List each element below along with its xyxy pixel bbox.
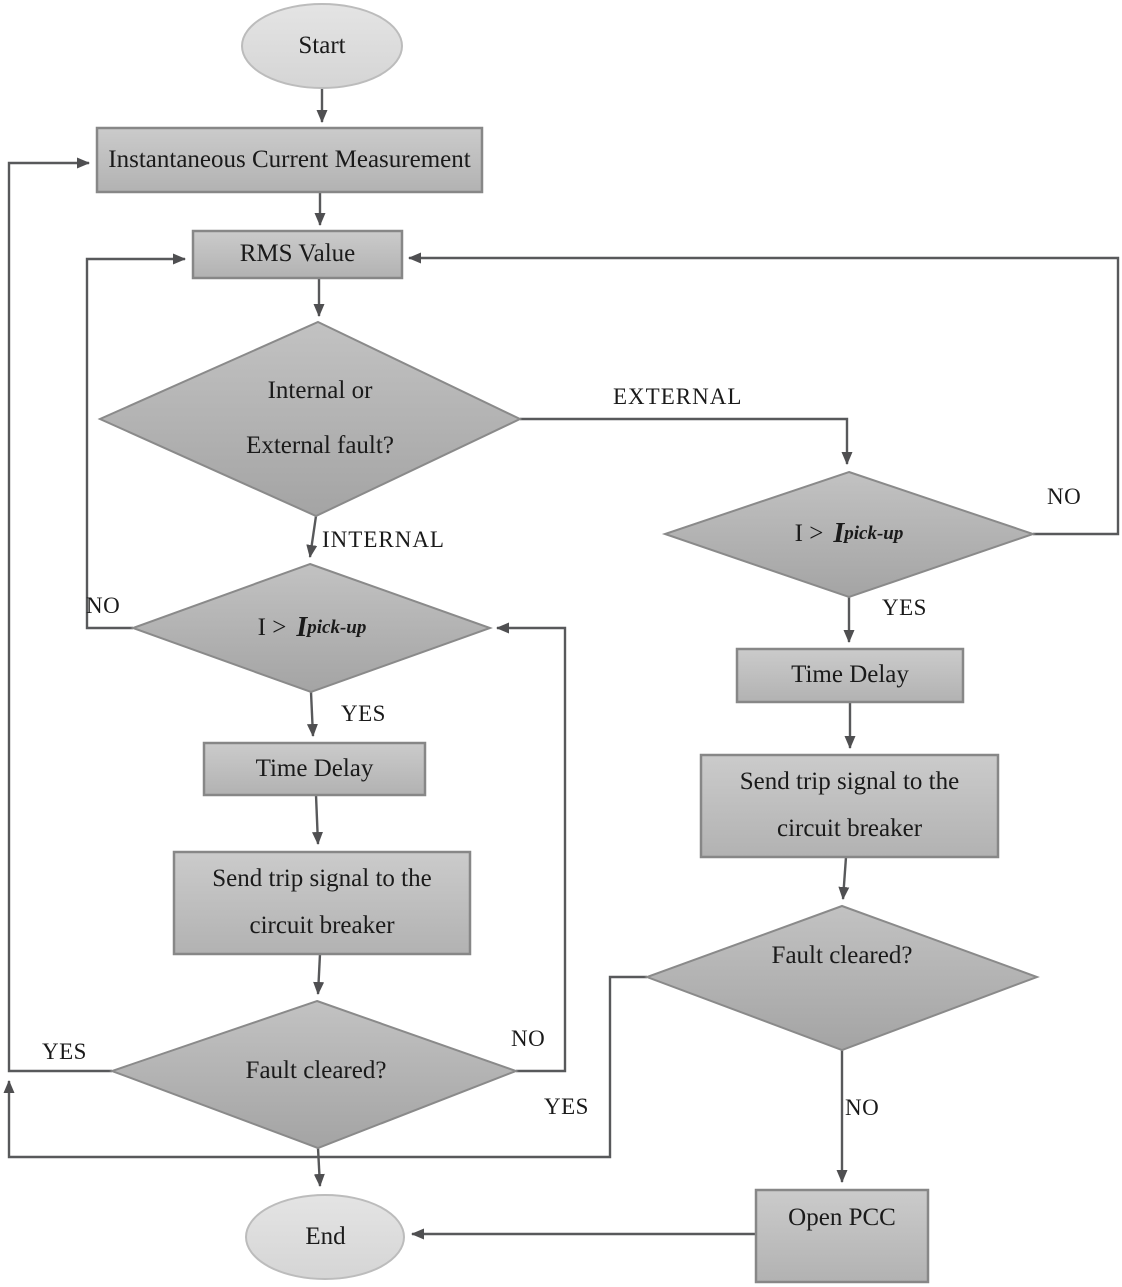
pickup-subscript: pick-up bbox=[307, 617, 367, 639]
edge-left-pickup-yes bbox=[306, 691, 318, 737]
pickup-subscript: pick-up bbox=[844, 523, 904, 545]
edge-right-trip-to-cleared bbox=[838, 856, 850, 900]
open-pcc-box-label: Open PCC bbox=[788, 1203, 896, 1231]
edge-left-cleared-to-end bbox=[313, 1147, 325, 1187]
pickup-condition-lhs: I > bbox=[257, 613, 287, 641]
pickup-condition-lhs: I > bbox=[794, 519, 824, 547]
measurement-box-label: Instantaneous Current Measurement bbox=[108, 145, 471, 173]
left-timedelay-box-label: Time Delay bbox=[255, 754, 374, 782]
end-terminal-shape bbox=[245, 1194, 405, 1280]
left-pickup-no-label: NO bbox=[86, 593, 121, 618]
edge-right-pickup-no-loop bbox=[408, 252, 1120, 536]
right-pickup-decision-shape bbox=[661, 470, 1037, 599]
edge-left-timedelay-to-trip bbox=[312, 794, 324, 845]
right-pickup-yes-label: YES bbox=[882, 595, 927, 620]
fault-type-line1: Internal or bbox=[267, 377, 373, 405]
pickup-current-symbol: I bbox=[296, 611, 308, 643]
right-pickup-no-label: NO bbox=[1047, 484, 1082, 509]
trip-line2: circuit breaker bbox=[249, 912, 395, 939]
fault-type-decision-label: Internal or External fault? bbox=[120, 363, 520, 475]
right-cleared-no-label: NO bbox=[845, 1095, 880, 1120]
trip-line2: circuit breaker bbox=[776, 815, 923, 842]
fault-type-decision-shape bbox=[97, 320, 523, 518]
left-trip-box-label: Send trip signal to the circuit breaker bbox=[174, 852, 470, 954]
right-trip-box-label: Send trip signal to the circuit breaker bbox=[701, 755, 998, 857]
rms-box-label: RMS Value bbox=[239, 240, 356, 268]
measurement-box-shape bbox=[95, 126, 484, 194]
edge-left-cleared-no-loop bbox=[496, 622, 567, 1073]
pickup-current-symbol: I bbox=[833, 517, 845, 549]
left-trip-box-shape bbox=[172, 850, 472, 956]
trip-line1: Send trip signal to the bbox=[212, 865, 432, 893]
right-trip-box-shape bbox=[699, 753, 1000, 859]
fault-type-line2: External fault? bbox=[246, 432, 394, 459]
open-pcc-box-shape bbox=[754, 1188, 930, 1284]
internal-branch-label: INTERNAL bbox=[322, 527, 445, 552]
edge-left-trip-to-cleared bbox=[313, 953, 325, 995]
left-timedelay-box-shape bbox=[202, 741, 427, 797]
left-cleared-yes-label: YES bbox=[42, 1039, 87, 1064]
start-terminal-label: Start bbox=[298, 31, 346, 59]
left-cleared-no-label: NO bbox=[511, 1026, 546, 1051]
edge-left-pickup-no-loop bbox=[85, 253, 186, 630]
right-timedelay-box-shape bbox=[735, 647, 965, 704]
right-cleared-decision-shape bbox=[644, 904, 1040, 1052]
edge-faulttype-internal bbox=[306, 515, 318, 558]
trip-line1: Send trip signal to the bbox=[739, 768, 960, 796]
left-cleared-decision-shape bbox=[109, 999, 519, 1150]
rms-box-shape bbox=[191, 229, 404, 280]
right-cleared-yes-label: YES bbox=[544, 1094, 589, 1119]
right-cleared-decision-label: Fault cleared? bbox=[771, 941, 913, 969]
edge-faulttype-external bbox=[520, 417, 853, 465]
edge-left-cleared-yes-loop bbox=[7, 157, 112, 1073]
end-terminal-label: End bbox=[305, 1222, 346, 1250]
right-timedelay-box-label: Time Delay bbox=[791, 661, 909, 689]
edge-right-cleared-yes-loop bbox=[3, 975, 647, 1159]
left-pickup-decision-shape bbox=[130, 562, 493, 694]
left-cleared-decision-label: Fault cleared? bbox=[245, 1056, 387, 1084]
left-pickup-yes-label: YES bbox=[341, 701, 386, 726]
external-branch-label: EXTERNAL bbox=[613, 384, 743, 409]
start-terminal-shape bbox=[241, 3, 403, 89]
